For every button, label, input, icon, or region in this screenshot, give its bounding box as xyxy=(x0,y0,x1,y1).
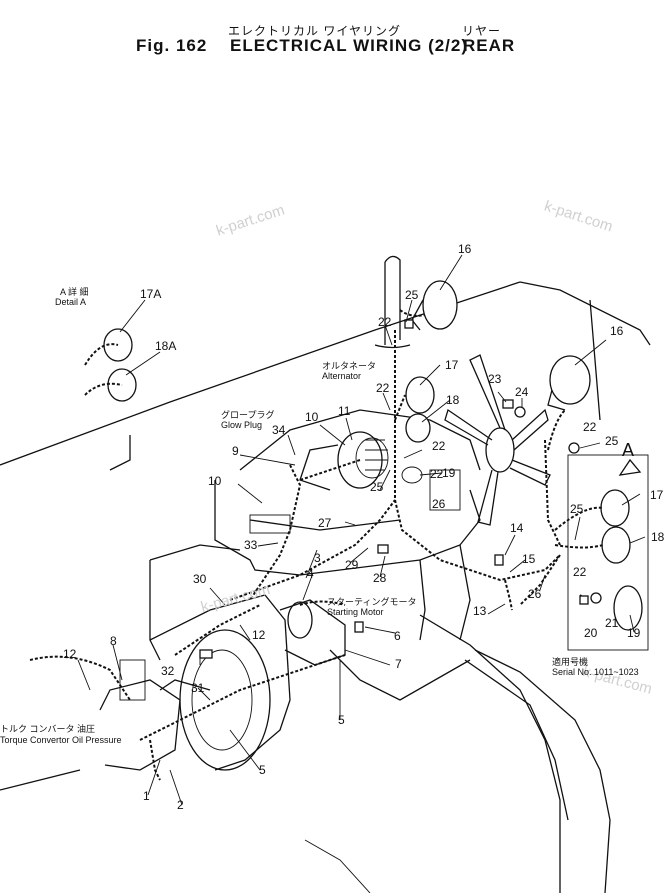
callout-17: 17 xyxy=(445,358,459,372)
callout-27: 27 xyxy=(318,516,332,530)
callout-26: 26 xyxy=(432,497,446,511)
detail-a-label-jp: A 詳 細 xyxy=(60,287,89,297)
callout-14: 14 xyxy=(510,521,524,535)
view-a-marker: A xyxy=(622,440,635,460)
callout-4: 4 xyxy=(307,567,314,581)
callout-2: 2 xyxy=(177,798,184,812)
callout-8: 8 xyxy=(110,634,117,648)
callout-20: 20 xyxy=(584,626,598,640)
detail-a-label: Detail A xyxy=(55,297,87,307)
torque-convertor-label: Torque Convertor Oil Pressure xyxy=(0,735,122,745)
callout-11: 11 xyxy=(338,404,351,418)
callout-28: 28 xyxy=(373,571,387,585)
callout-22: 22 xyxy=(430,467,444,481)
callout-30: 30 xyxy=(193,572,207,586)
exhaust-pipe xyxy=(374,255,411,349)
alternator-label: Alternator xyxy=(322,371,362,381)
callout-22: 22 xyxy=(573,565,587,579)
callout-13: 13 xyxy=(473,604,487,618)
alternator-label-jp: オルタネータ xyxy=(322,361,377,371)
callout-22: 22 xyxy=(376,381,390,395)
callout-10: 10 xyxy=(208,474,222,488)
callout-31: 31 xyxy=(191,681,205,695)
callout-3: 3 xyxy=(314,551,321,565)
callout-25: 25 xyxy=(605,434,619,448)
title-japanese: エレクトリカル ワイヤリング xyxy=(228,24,401,38)
callout-34: 34 xyxy=(272,423,286,437)
serial-label: Serial No. 1011~1023 xyxy=(552,667,639,677)
chassis-outline xyxy=(0,281,651,893)
transmission-housing xyxy=(99,594,291,771)
callout-24: 24 xyxy=(515,385,529,399)
callout-33: 33 xyxy=(244,538,258,552)
callout-12: 12 xyxy=(63,647,77,661)
callout-1: 1 xyxy=(143,789,150,803)
starting-motor-label: Starting Motor xyxy=(327,607,384,617)
callout-15: 15 xyxy=(522,552,536,566)
callout-5: 5 xyxy=(259,763,266,777)
callout-19: 19 xyxy=(442,466,456,480)
callout-16: 16 xyxy=(458,242,472,256)
starting-motor xyxy=(279,599,346,666)
callout-22: 22 xyxy=(378,315,392,329)
glow-plug-label-jp: グロープラグ xyxy=(221,410,275,420)
detail-a-frame xyxy=(567,454,649,651)
callout-17: 17 xyxy=(650,488,664,502)
callout-6: 6 xyxy=(394,629,401,643)
leader-lines xyxy=(77,254,646,806)
fasteners xyxy=(199,319,602,659)
callout-9: 9 xyxy=(232,444,239,458)
torque-convertor-label-jp: トルク コンバータ 油圧 xyxy=(0,724,96,734)
title-japanese-rear: リヤー xyxy=(462,24,502,38)
callout-12: 12 xyxy=(252,628,266,642)
callout-32: 32 xyxy=(161,664,175,678)
figure-title: ELECTRICAL WIRING (2/2) xyxy=(230,36,469,55)
callout-18: 18 xyxy=(651,530,665,544)
callout-16: 16 xyxy=(610,324,624,338)
glow-plug-label: Glow Plug xyxy=(221,420,263,430)
callout-19: 19 xyxy=(627,626,641,640)
wiring-harness xyxy=(29,309,604,781)
figure-number: Fig. 162 xyxy=(136,36,208,55)
engine-block xyxy=(149,409,481,661)
callout-25: 25 xyxy=(570,502,584,516)
callout-10: 10 xyxy=(305,410,319,424)
callout-29: 29 xyxy=(345,558,359,572)
callout-5: 5 xyxy=(338,713,345,727)
callout-22: 22 xyxy=(583,420,597,434)
callout-25: 25 xyxy=(405,288,419,302)
alternator xyxy=(299,431,389,491)
callout-23: 23 xyxy=(488,372,502,386)
callout-7: 7 xyxy=(395,657,402,671)
callout-17a: 17A xyxy=(140,287,162,301)
figure-title-rear: REAR xyxy=(463,36,516,55)
callout-18: 18 xyxy=(446,393,460,407)
callout-25: 25 xyxy=(370,480,384,494)
callout-21: 21 xyxy=(605,616,619,630)
callout-18a: 18A xyxy=(155,339,177,353)
callout-22: 22 xyxy=(432,439,446,453)
starting-motor-label-jp: スターティングモータ xyxy=(327,597,417,607)
callout-26: 26 xyxy=(528,587,542,601)
serial-label-jp: 適用号機 xyxy=(552,657,589,667)
